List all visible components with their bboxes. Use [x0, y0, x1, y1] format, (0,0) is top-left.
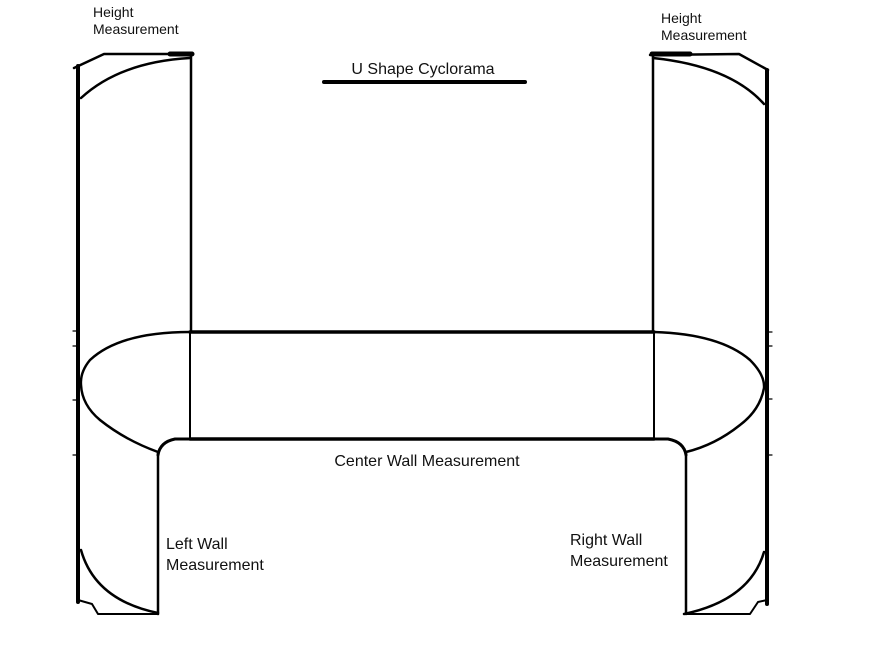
left-wall-label-line1: Left Wall: [166, 536, 228, 553]
center-wall: [79, 330, 766, 457]
right-wall-label-line1: Right Wall: [570, 532, 642, 549]
diagram-title: U Shape Cyclorama: [351, 61, 494, 78]
height-right-label-line1: Height: [661, 10, 702, 26]
height-left-label-line1: Height: [93, 4, 134, 20]
right-wall-label-line2: Measurement: [570, 553, 668, 570]
center-wall-label: Center Wall Measurement: [334, 453, 520, 470]
height-right-label-line2: Measurement: [661, 27, 747, 43]
left-wall: [72, 51, 195, 616]
left-wall-label-line2: Measurement: [166, 557, 264, 574]
height-left-label-line2: Measurement: [93, 21, 179, 37]
right-wall: [648, 51, 773, 616]
